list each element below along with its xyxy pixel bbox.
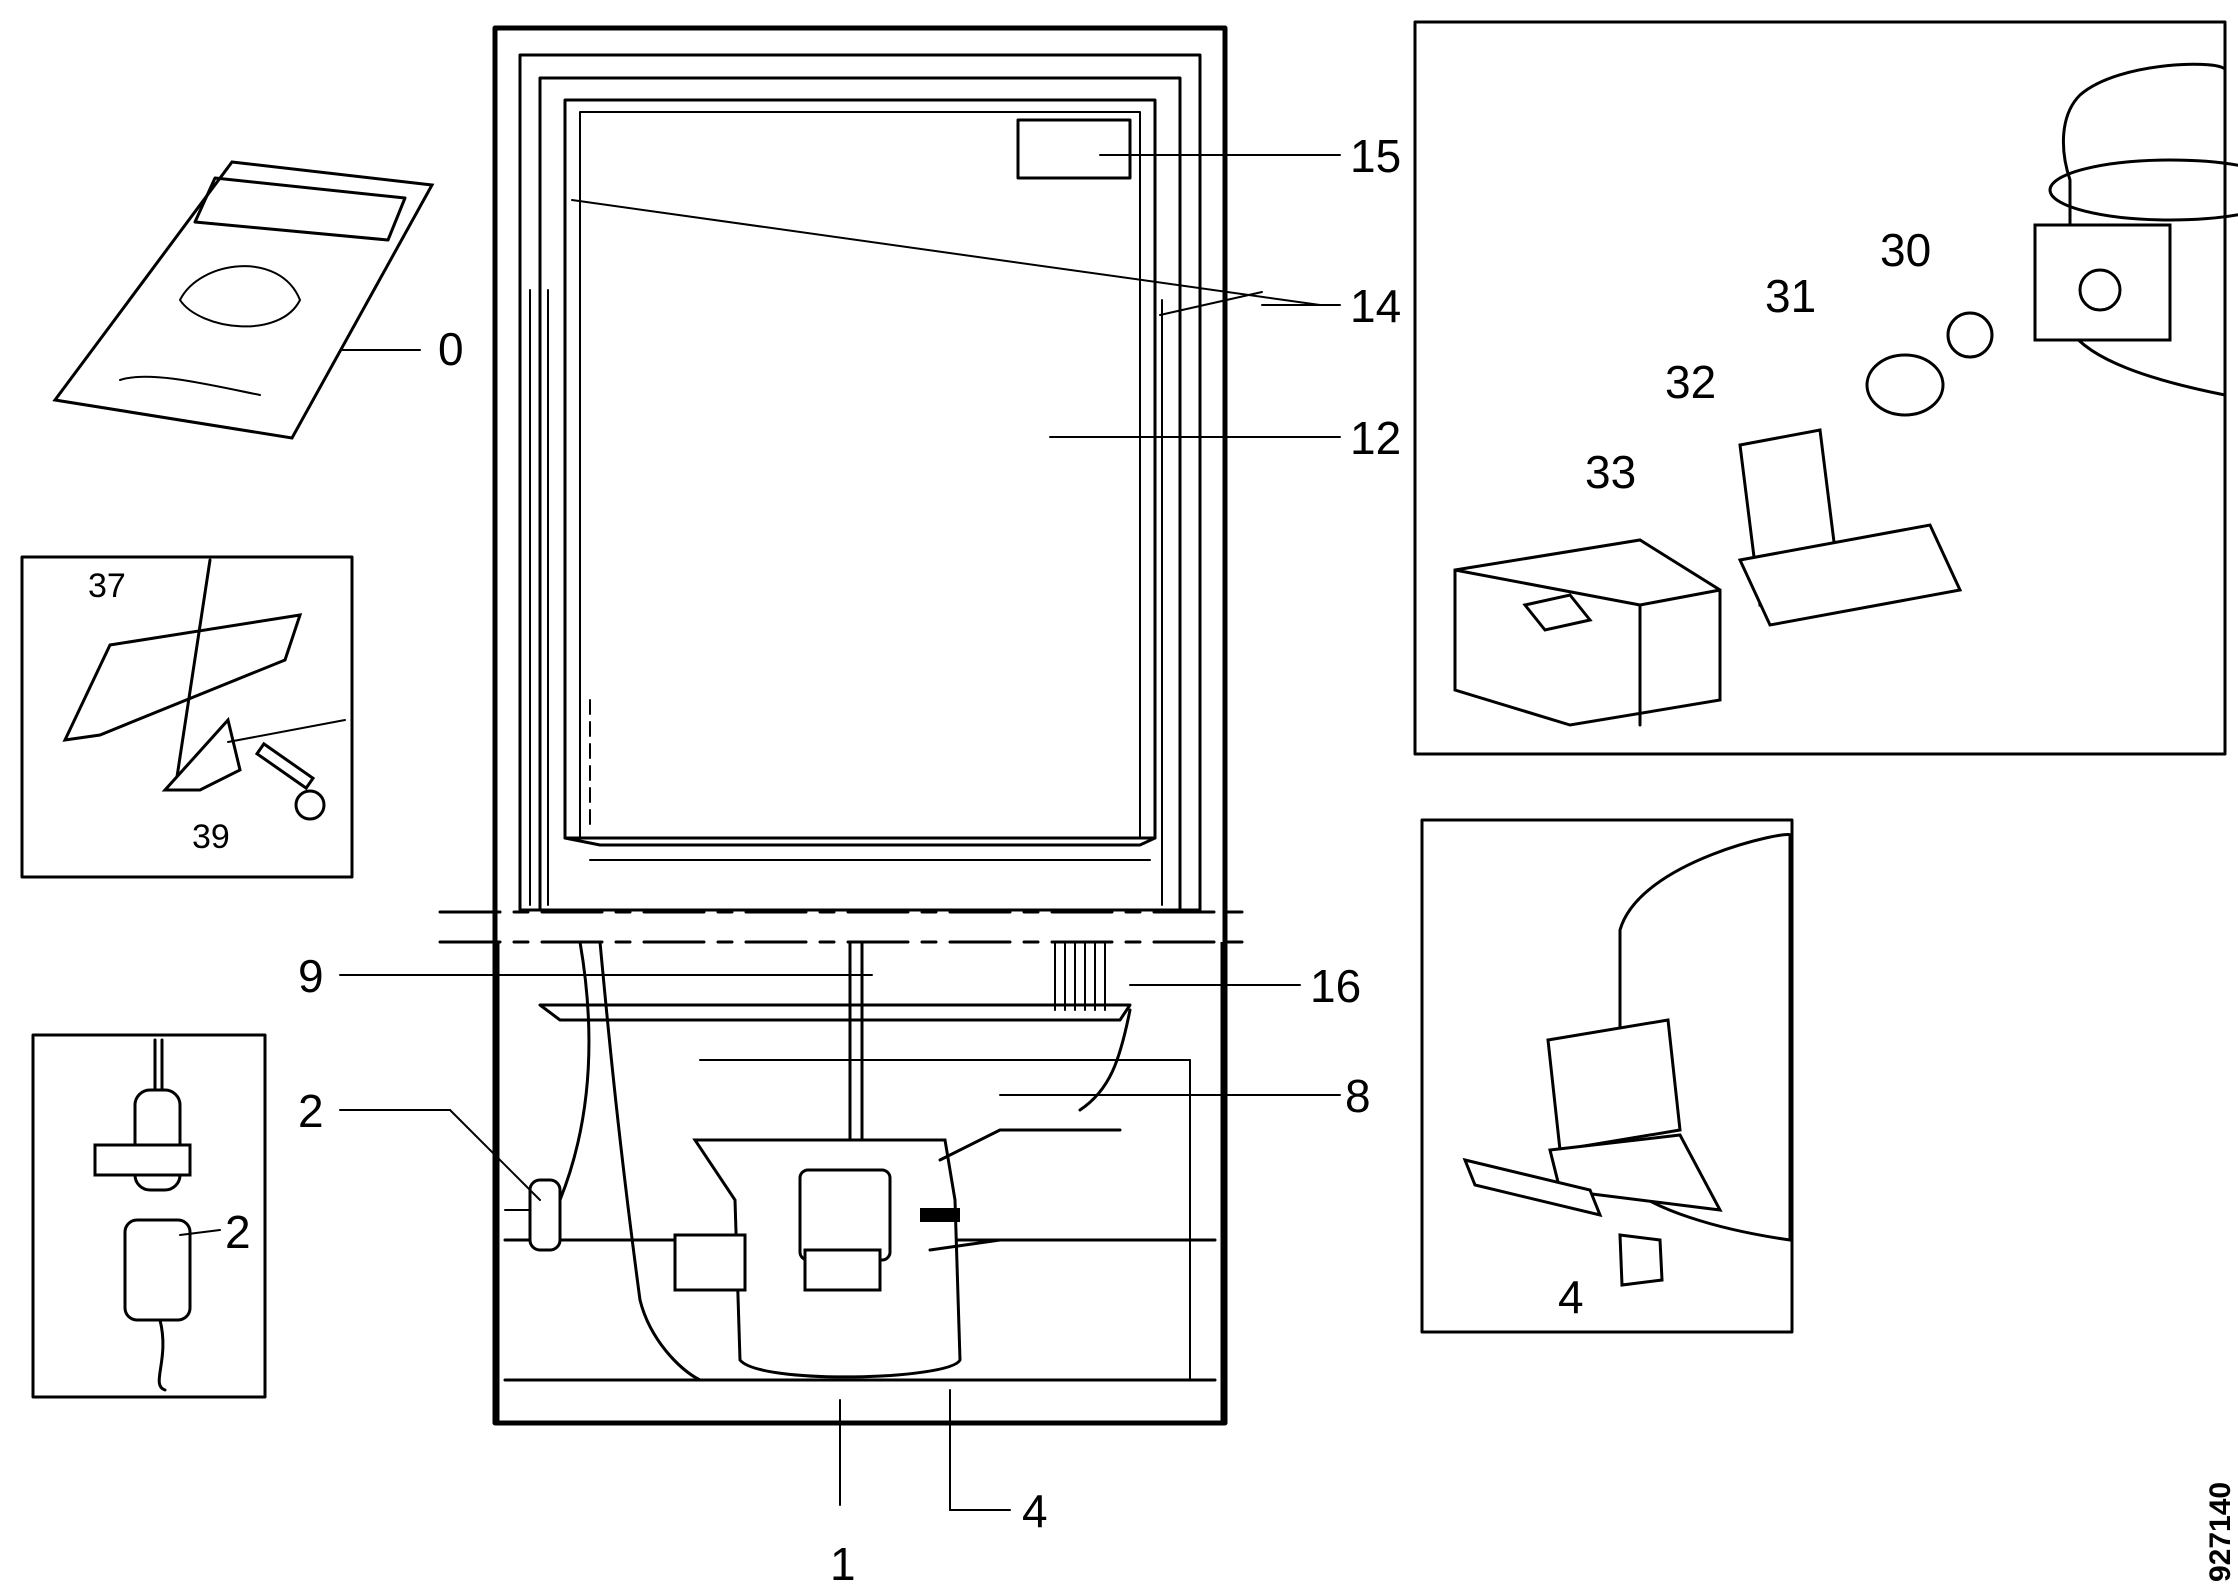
drier-detail-inset xyxy=(31,1033,267,1399)
callout-16: 16 xyxy=(1310,960,1361,1012)
cabinet xyxy=(438,25,1252,1426)
callout-37: 37 xyxy=(88,567,126,605)
callout-32: 32 xyxy=(1665,356,1716,408)
callout-8: 8 xyxy=(1345,1070,1371,1122)
callout-33: 33 xyxy=(1585,446,1636,498)
foot-inset xyxy=(1420,818,1794,1334)
hinge-inset xyxy=(20,555,354,879)
callout-31: 31 xyxy=(1765,270,1816,322)
gasket-right xyxy=(1161,299,1181,906)
callout-14: 14 xyxy=(1350,280,1401,332)
callout-labels: 0 15 14 12 9 16 2 8 1 4 2 4 30 31 32 33 … xyxy=(88,130,2237,1590)
leader-lines xyxy=(339,154,1341,1511)
callout-12: 12 xyxy=(1350,412,1401,464)
compressor xyxy=(673,1128,1122,1379)
callout-2: 2 xyxy=(298,1085,324,1137)
document-id: 927140 xyxy=(2204,1482,2237,1582)
manual xyxy=(52,160,435,440)
callout-4: 4 xyxy=(1022,1485,1048,1537)
callout-0: 0 xyxy=(438,323,464,375)
label-plate xyxy=(1016,118,1132,180)
callout-39: 39 xyxy=(192,818,230,856)
callout-30: 30 xyxy=(1880,224,1931,276)
relay-inset xyxy=(1413,20,2238,756)
callout-15: 15 xyxy=(1350,130,1401,182)
callout-2-detail: 2 xyxy=(225,1206,251,1258)
gasket-left xyxy=(529,289,549,906)
callout-4-detail: 4 xyxy=(1558,1271,1584,1323)
callout-9: 9 xyxy=(298,950,324,1002)
condenser-coil xyxy=(1054,941,1106,1011)
callout-1: 1 xyxy=(830,1538,856,1590)
drier xyxy=(528,1178,562,1252)
